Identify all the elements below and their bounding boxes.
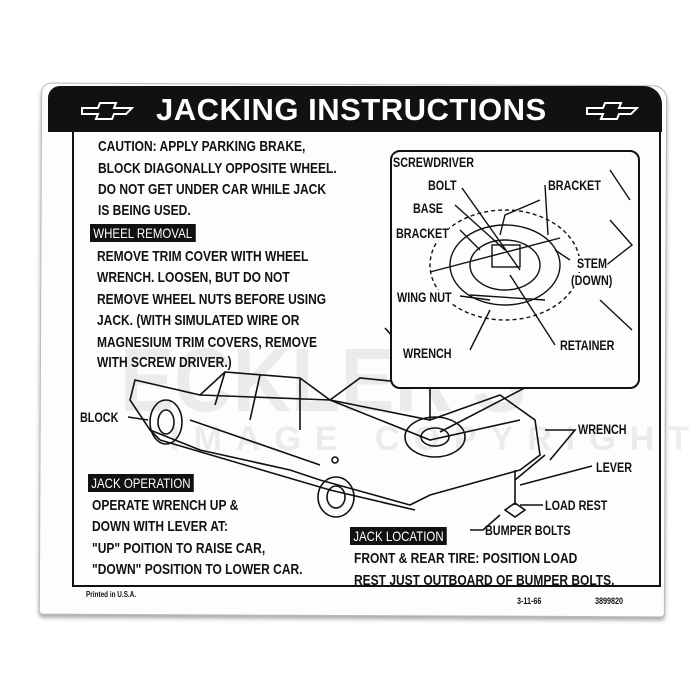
wheel-removal-line: JACK. (WITH SIMULATED WIRE OR — [97, 312, 300, 329]
label-lever: LEVER — [596, 460, 633, 475]
label-screwdriver: SCREWDRIVER — [393, 155, 475, 170]
bowtie-logo-icon — [586, 102, 639, 120]
print-date: 3-11-66 — [517, 596, 542, 606]
caution-line: IS BEING USED. — [98, 202, 191, 219]
jack-operation-heading: JACK OPERATION — [88, 474, 194, 492]
printed-in: Printed in U.S.A. — [86, 590, 137, 599]
wheel-removal-line: MAGNESIUM TRIM COVERS, REMOVE — [97, 334, 318, 351]
wheel-removal-line: REMOVE TRIM COVER WITH WHEEL — [97, 248, 309, 265]
jack-operation-line: OPERATE WRENCH UP & — [92, 497, 239, 514]
title-bar — [48, 86, 662, 132]
wheel-removal-line: WITH SCREW DRIVER.) — [97, 354, 232, 371]
part-number: 3899820 — [595, 596, 624, 606]
wheel-removal-line: REMOVE WHEEL NUTS BEFORE USING — [97, 291, 327, 308]
jack-location-line: FRONT & REAR TIRE: POSITION LOAD — [354, 550, 578, 567]
jack-location-line: REST JUST OUTBOARD OF BUMPER BOLTS. — [354, 572, 615, 589]
label-bracket-top: BRACKET — [548, 178, 601, 193]
label-bolt: BOLT — [428, 178, 457, 193]
label-stem: STEM — [577, 256, 608, 271]
label-bumper-bolts: BUMPER BOLTS — [485, 523, 571, 538]
caution-line: BLOCK DIAGONALLY OPPOSITE WHEEL. — [98, 160, 337, 177]
page-title: JACKING INSTRUCTIONS — [156, 92, 547, 127]
label-wrench-inset: WRENCH — [403, 346, 452, 361]
jack-operation-line: DOWN WITH LEVER AT: — [92, 518, 228, 535]
wheel-removal-line: WRENCH. LOOSEN, BUT DO NOT — [97, 269, 290, 286]
content-frame — [72, 132, 661, 587]
label-retainer: RETAINER — [560, 338, 615, 353]
label-wrench: WRENCH — [578, 422, 627, 437]
label-down: (DOWN) — [571, 273, 613, 288]
jack-operation-line: "UP" POITION TO RAISE CAR, — [92, 540, 266, 557]
wheel-removal-heading: WHEEL REMOVAL — [90, 224, 196, 242]
caution-line: DO NOT GET UNDER CAR WHILE JACK — [98, 181, 326, 198]
label-bracket-left: BRACKET — [396, 226, 449, 241]
jack-operation-line: "DOWN" POSITION TO LOWER CAR. — [92, 561, 303, 578]
label-wing-nut: WING NUT — [397, 290, 452, 305]
caution-line: CAUTION: APPLY PARKING BRAKE, — [98, 138, 306, 155]
bowtie-logo-icon — [81, 102, 134, 120]
label-base: BASE — [413, 201, 444, 216]
label-block: BLOCK — [80, 410, 119, 425]
label-load-rest: LOAD REST — [545, 498, 608, 513]
jack-location-heading: JACK LOCATION — [350, 527, 447, 545]
